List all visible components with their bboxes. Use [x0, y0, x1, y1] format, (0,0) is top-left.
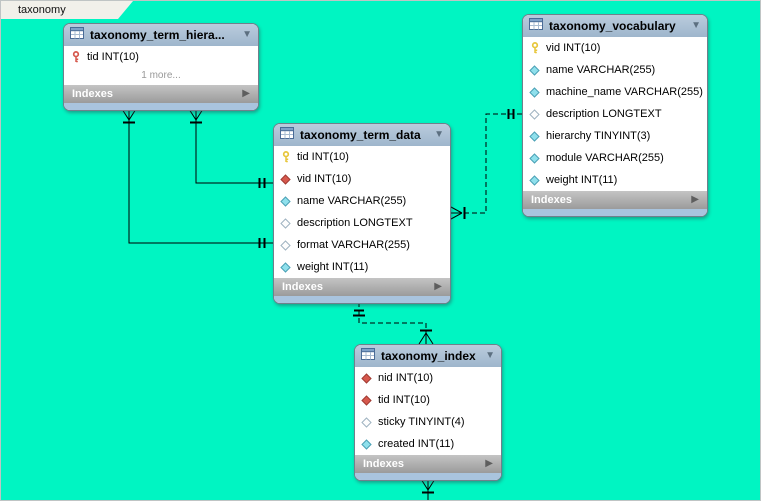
foreign-key-icon	[361, 394, 372, 406]
column-label: description LONGTEXT	[297, 217, 413, 229]
foreign-key-icon	[361, 372, 372, 384]
column-label: tid INT(10)	[87, 51, 139, 63]
column-label: description LONGTEXT	[546, 108, 662, 120]
collapse-arrow-icon[interactable]: ▼	[434, 129, 444, 140]
nullable-attribute-icon	[361, 416, 372, 428]
relationship-term-hierarchy-to-term-data-2[interactable]	[121, 108, 273, 248]
expand-arrow-icon[interactable]: ▶	[691, 194, 699, 205]
indexes-section[interactable]: Indexes ▶	[355, 455, 501, 473]
diagram-tab[interactable]: taxonomy	[1, 1, 133, 19]
column-row[interactable]: weight INT(11)	[274, 256, 450, 278]
column-row[interactable]: weight INT(11)	[523, 169, 707, 191]
column-row[interactable]: tid INT(10)	[355, 389, 501, 411]
table-header[interactable]: taxonomy_term_data ▼	[274, 124, 450, 146]
column-label: weight INT(11)	[297, 261, 369, 273]
attribute-icon	[529, 86, 540, 98]
relationship-index-to-external[interactable]	[420, 478, 436, 501]
column-row[interactable]: name VARCHAR(255)	[274, 190, 450, 212]
more-columns[interactable]: 1 more...	[64, 68, 258, 85]
column-label: vid INT(10)	[546, 42, 601, 54]
attribute-icon	[361, 438, 372, 450]
indexes-section[interactable]: Indexes ▶	[523, 191, 707, 209]
expand-arrow-icon[interactable]: ▶	[434, 281, 442, 292]
column-label: machine_name VARCHAR(255)	[546, 86, 703, 98]
column-label: hierarchy TINYINT(3)	[546, 130, 651, 142]
column-row[interactable]: vid INT(10)	[274, 168, 450, 190]
table-header[interactable]: taxonomy_index ▼	[355, 345, 501, 367]
column-row[interactable]: hierarchy TINYINT(3)	[523, 125, 707, 147]
table-icon	[361, 347, 375, 365]
nullable-attribute-icon	[529, 108, 540, 120]
collapse-arrow-icon[interactable]: ▼	[485, 350, 495, 361]
indexes-section[interactable]: Indexes ▶	[274, 278, 450, 296]
column-label: name VARCHAR(255)	[297, 195, 407, 207]
attribute-icon	[529, 64, 540, 76]
diagram-tab-label: taxonomy	[18, 4, 66, 16]
attribute-icon	[529, 130, 540, 142]
column-row[interactable]: description LONGTEXT	[523, 103, 707, 125]
column-row[interactable]: machine_name VARCHAR(255)	[523, 81, 707, 103]
indexes-label: Indexes	[72, 88, 113, 100]
table-icon	[70, 26, 84, 44]
attribute-icon	[280, 261, 291, 273]
collapse-arrow-icon[interactable]: ▼	[242, 29, 252, 40]
column-label: module VARCHAR(255)	[546, 152, 664, 164]
relationship-term-hierarchy-to-term-data-1[interactable]	[188, 108, 273, 188]
table-icon	[280, 126, 294, 144]
column-row[interactable]: description LONGTEXT	[274, 212, 450, 234]
column-label: created INT(11)	[378, 438, 455, 450]
attribute-icon	[280, 195, 291, 207]
column-label: sticky TINYINT(4)	[378, 416, 465, 428]
indexes-label: Indexes	[363, 458, 404, 470]
indexes-label: Indexes	[531, 194, 572, 206]
nullable-attribute-icon	[280, 239, 291, 251]
table-taxonomy_index[interactable]: taxonomy_index▼ nid INT(10) tid INT(10) …	[354, 344, 502, 481]
expand-arrow-icon[interactable]: ▶	[242, 88, 250, 99]
column-label: tid INT(10)	[297, 151, 349, 163]
column-row[interactable]: module VARCHAR(255)	[523, 147, 707, 169]
primary-foreign-key-icon	[70, 51, 81, 63]
table-taxonomy_term_data[interactable]: taxonomy_term_data ▼ tid INT(10) vid INT(…	[273, 123, 451, 304]
attribute-icon	[529, 174, 540, 186]
column-label: nid INT(10)	[378, 372, 434, 384]
table-taxonomy_vocabulary[interactable]: taxonomy_vocabulary ▼ vid INT(10) name VA…	[522, 14, 708, 217]
column-label: name VARCHAR(255)	[546, 64, 656, 76]
table-title: taxonomy_term_data	[300, 128, 421, 142]
table-title: taxonomy_vocabulary	[549, 19, 676, 33]
column-label: weight INT(11)	[546, 174, 618, 186]
indexes-section[interactable]: Indexes ▶	[64, 85, 258, 103]
primary-key-icon	[529, 42, 540, 54]
table-bottom-edge	[274, 296, 450, 303]
relationship-vocabulary-to-term-data[interactable]	[450, 109, 522, 220]
foreign-key-icon	[280, 173, 291, 185]
expand-arrow-icon[interactable]: ▶	[485, 458, 493, 469]
indexes-label: Indexes	[282, 281, 323, 293]
table-title: taxonomy_term_hiera...	[90, 28, 225, 42]
column-row[interactable]: created INT(11)	[355, 433, 501, 455]
column-label: tid INT(10)	[378, 394, 430, 406]
table-bottom-edge	[355, 473, 501, 480]
attribute-icon	[529, 152, 540, 164]
table-header[interactable]: taxonomy_vocabulary ▼	[523, 15, 707, 37]
table-title: taxonomy_index	[381, 349, 476, 363]
column-row[interactable]: nid INT(10)	[355, 367, 501, 389]
nullable-attribute-icon	[280, 217, 291, 229]
table-taxonomy_term_hierarchy[interactable]: taxonomy_term_hiera... ▼ tid INT(10) 1 mor…	[63, 23, 259, 111]
column-row[interactable]: name VARCHAR(255)	[523, 59, 707, 81]
relationship-term-data-to-index[interactable]	[353, 302, 434, 345]
primary-key-icon	[280, 151, 291, 163]
column-row[interactable]: tid INT(10)	[64, 46, 258, 68]
table-icon	[529, 17, 543, 35]
collapse-arrow-icon[interactable]: ▼	[691, 20, 701, 31]
column-label: format VARCHAR(255)	[297, 239, 410, 251]
column-row[interactable]: tid INT(10)	[274, 146, 450, 168]
column-label: vid INT(10)	[297, 173, 352, 185]
column-row[interactable]: format VARCHAR(255)	[274, 234, 450, 256]
table-header[interactable]: taxonomy_term_hiera... ▼	[64, 24, 258, 46]
column-row[interactable]: sticky TINYINT(4)	[355, 411, 501, 433]
column-row[interactable]: vid INT(10)	[523, 37, 707, 59]
table-bottom-edge	[64, 103, 258, 110]
table-bottom-edge	[523, 209, 707, 216]
